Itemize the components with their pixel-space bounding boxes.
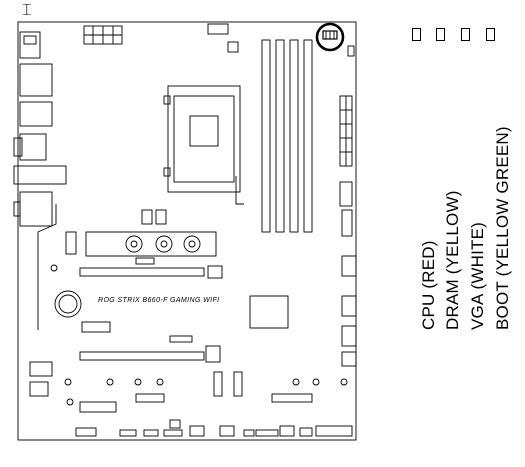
rear-io-port-4 <box>13 165 67 185</box>
led-indicator-icon <box>412 28 421 41</box>
dimm-slot-1 <box>261 39 271 233</box>
rear-io-port-1 <box>19 31 41 59</box>
pcie-x16-slot-1 <box>79 267 205 277</box>
led-label-boot: BOOT (YELLOW GREEN) <box>493 126 512 330</box>
dimm-slot-3 <box>289 39 299 233</box>
led-indicator-icon <box>461 28 470 41</box>
rear-io-port-5 <box>19 191 53 227</box>
dimm-slot-4 <box>303 39 313 233</box>
board-model-label: ROG STRIX B660-F GAMING WIFI <box>98 297 220 304</box>
chipset <box>249 295 289 329</box>
board-outline <box>17 21 357 441</box>
cpu-socket <box>167 85 241 193</box>
dimm-slot-2 <box>275 39 285 233</box>
rear-io-port-3 <box>19 133 47 161</box>
pcie-x16-slot-2 <box>79 351 205 361</box>
text-cursor-icon: ⌶ <box>22 0 32 19</box>
led-legend-cpu: CPU (RED) <box>406 28 438 330</box>
m2-slot-area <box>85 231 217 257</box>
cmos-battery <box>54 290 82 318</box>
led-legend-dram: DRAM (YELLOW) <box>430 28 462 330</box>
led-legend-boot: BOOT (YELLOW GREEN) <box>480 28 512 330</box>
rear-io-port-2 <box>19 63 53 97</box>
bottom-headers <box>75 427 97 437</box>
led-indicator-icon <box>436 28 445 41</box>
led-indicator-icon <box>486 28 495 41</box>
q-led-indicator-circle <box>315 22 345 52</box>
led-legend-vga: VGA (WHITE) <box>455 28 487 330</box>
